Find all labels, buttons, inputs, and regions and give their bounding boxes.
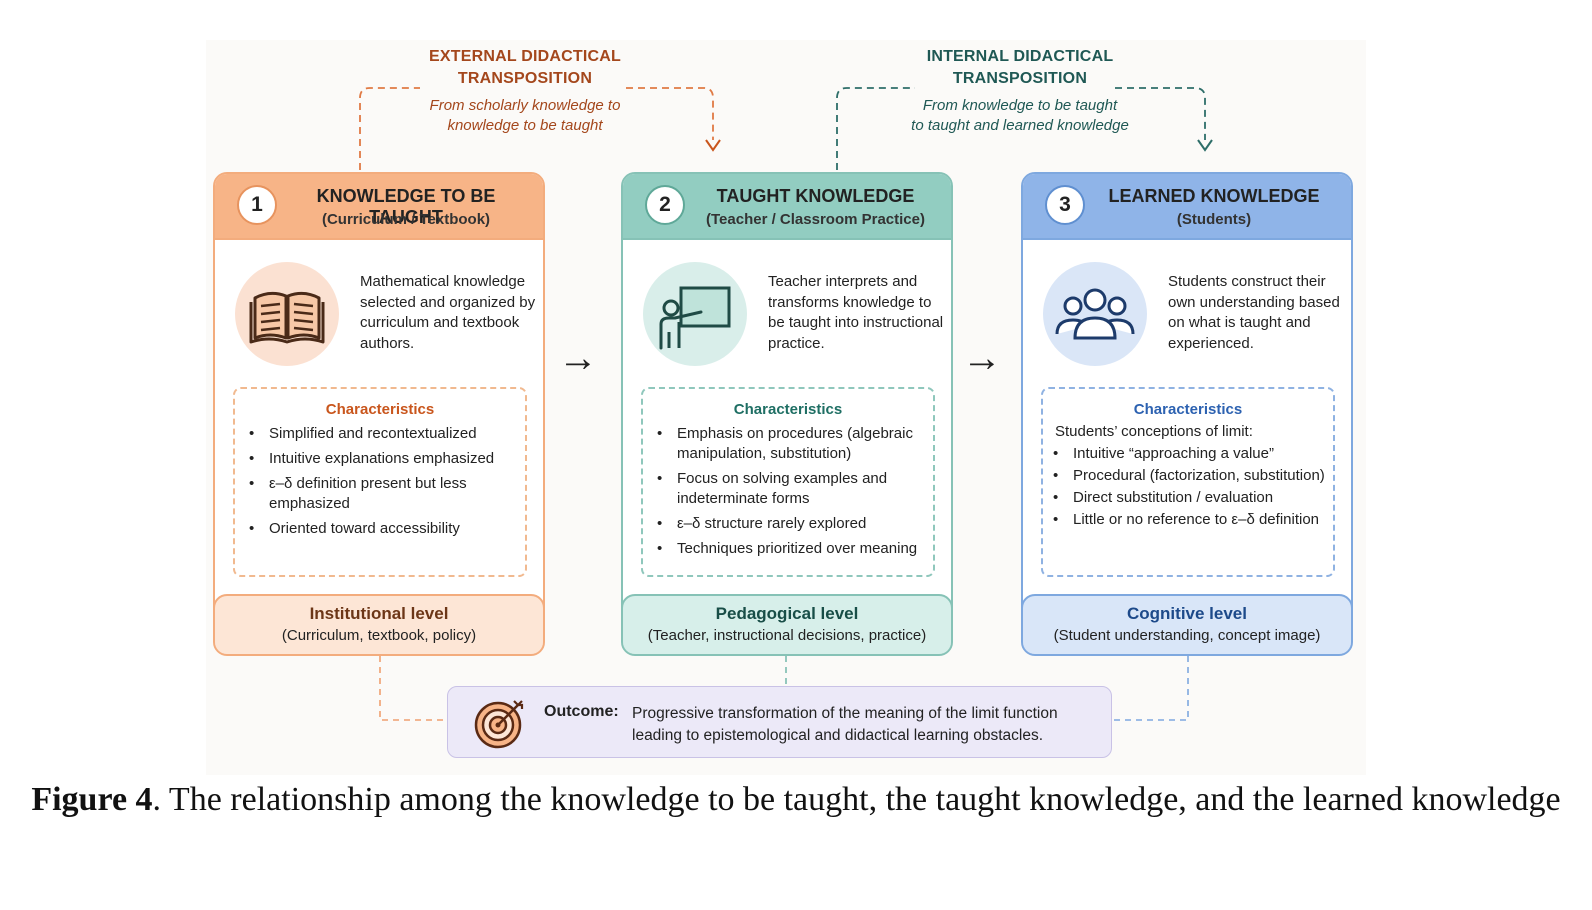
level-subtitle: (Student understanding, concept image) xyxy=(1053,627,1321,644)
external-transposition-label: EXTERNAL DIDACTICAL TRANSPOSITION From s… xyxy=(400,46,650,136)
figure-caption: Figure 4. The relationship among the kno… xyxy=(20,768,1572,832)
external-sub-line2: knowledge to be taught xyxy=(447,117,603,134)
step-number-badge: 1 xyxy=(237,185,277,225)
step-number-badge: 3 xyxy=(1045,185,1085,225)
list-item: Little or no reference to ε–δ definition xyxy=(1053,510,1333,530)
card-subtitle: (Curriculum / Textbook) xyxy=(321,211,491,228)
level-subtitle: (Curriculum, textbook, policy) xyxy=(281,627,477,644)
level-title: Institutional level xyxy=(309,604,449,623)
level-footer: Institutional level (Curriculum, textboo… xyxy=(215,594,543,654)
students-group-icon xyxy=(1043,262,1147,366)
card-title: TAUGHT KNOWLEDGE xyxy=(716,186,915,206)
list-item: Oriented toward accessibility xyxy=(249,519,525,539)
external-sub-line1: From scholarly knowledge to xyxy=(429,97,621,114)
outcome-label: Outcome: xyxy=(544,703,619,720)
learned-knowledge-card: 3 LEARNED KNOWLEDGE (Students) Students … xyxy=(1021,172,1353,656)
external-title-line1: EXTERNAL DIDACTICAL xyxy=(429,48,621,65)
characteristics-box: Characteristics Emphasis on procedures (… xyxy=(641,387,935,577)
outcome-text-line2: leading to epistemological and didactica… xyxy=(632,727,1044,744)
outcome-text: Progressive transformation of the meanin… xyxy=(632,703,1102,747)
card-description: Teacher interprets and transforms knowle… xyxy=(768,273,944,352)
internal-sub-line2: to taught and learned knowledge xyxy=(911,117,1129,134)
characteristics-intro: Students’ conceptions of limit: xyxy=(1055,423,1253,440)
level-title: Cognitive level xyxy=(1127,604,1247,623)
flow-arrow: → xyxy=(962,336,1002,380)
outcome-box: Outcome: Progressive transformation of t… xyxy=(447,686,1112,758)
card-description: Mathematical knowledge selected and orga… xyxy=(360,273,536,352)
characteristics-list: Intuitive “approaching a value” Procedur… xyxy=(1043,444,1333,530)
characteristics-box: Characteristics Students’ conceptions of… xyxy=(1041,387,1335,577)
internal-title-line1: INTERNAL DIDACTICAL xyxy=(926,48,1114,65)
card-description: Students construct their own understandi… xyxy=(1168,273,1340,352)
card-title: KNOWLEDGE TO BE TAUGHT xyxy=(316,186,496,227)
characteristics-title: Characteristics xyxy=(1133,401,1243,418)
card-subtitle: (Teacher / Classroom Practice) xyxy=(706,211,925,228)
caption-label: Figure 4 xyxy=(31,781,153,818)
open-book-icon xyxy=(235,262,339,366)
external-title-line2: TRANSPOSITION xyxy=(457,70,593,87)
list-item: Intuitive “approaching a value” xyxy=(1053,444,1333,464)
level-footer: Pedagogical level (Teacher, instructiona… xyxy=(623,594,951,654)
list-item: Direct substitution / evaluation xyxy=(1053,488,1333,508)
list-item: ε–δ definition present but less emphasiz… xyxy=(249,474,525,514)
external-subtitle: From scholarly knowledge to knowledge to… xyxy=(400,96,650,136)
internal-transposition-label: INTERNAL DIDACTICAL TRANSPOSITION From k… xyxy=(880,46,1160,136)
list-item: Intuitive explanations emphasized xyxy=(249,449,525,469)
knowledge-to-be-taught-card: 1 KNOWLEDGE TO BE TAUGHT (Curriculum / T… xyxy=(213,172,545,656)
list-item: Techniques prioritized over meaning xyxy=(657,539,933,559)
level-title: Pedagogical level xyxy=(715,604,859,623)
card-header: 2 TAUGHT KNOWLEDGE (Teacher / Classroom … xyxy=(623,174,951,240)
target-icon xyxy=(472,695,528,751)
step-number-badge: 2 xyxy=(645,185,685,225)
internal-sub-line1: From knowledge to be taught xyxy=(922,97,1118,114)
internal-title: INTERNAL DIDACTICAL TRANSPOSITION xyxy=(880,46,1160,90)
characteristics-list: Emphasis on procedures (algebraic manipu… xyxy=(643,424,933,559)
outcome-text-line1: Progressive transformation of the meanin… xyxy=(632,705,1058,722)
list-item: Focus on solving examples and indetermin… xyxy=(657,469,933,509)
list-item: Emphasis on procedures (algebraic manipu… xyxy=(657,424,933,464)
level-footer: Cognitive level (Student understanding, … xyxy=(1023,594,1351,654)
card-title: LEARNED KNOWLEDGE xyxy=(1108,186,1320,206)
list-item: Procedural (factorization, substitution) xyxy=(1053,466,1333,486)
taught-knowledge-card: 2 TAUGHT KNOWLEDGE (Teacher / Classroom … xyxy=(621,172,953,656)
characteristics-list: Simplified and recontextualized Intuitiv… xyxy=(235,424,525,539)
list-item: Simplified and recontextualized xyxy=(249,424,525,444)
card-header: 3 LEARNED KNOWLEDGE (Students) xyxy=(1023,174,1351,240)
card-header: 1 KNOWLEDGE TO BE TAUGHT (Curriculum / T… xyxy=(215,174,543,240)
caption-text: . The relationship among the knowledge t… xyxy=(152,781,1561,818)
teacher-board-icon xyxy=(643,262,747,366)
flow-arrow: → xyxy=(558,336,598,380)
characteristics-title: Characteristics xyxy=(325,401,435,418)
characteristics-title: Characteristics xyxy=(733,401,843,418)
internal-subtitle: From knowledge to be taught to taught an… xyxy=(880,96,1160,136)
card-subtitle: (Students) xyxy=(1176,211,1252,228)
characteristics-box: Characteristics Simplified and recontext… xyxy=(233,387,527,577)
external-title: EXTERNAL DIDACTICAL TRANSPOSITION xyxy=(400,46,650,90)
internal-title-line2: TRANSPOSITION xyxy=(952,70,1088,87)
list-item: ε–δ structure rarely explored xyxy=(657,514,933,534)
level-subtitle: (Teacher, instructional decisions, pract… xyxy=(647,627,927,644)
